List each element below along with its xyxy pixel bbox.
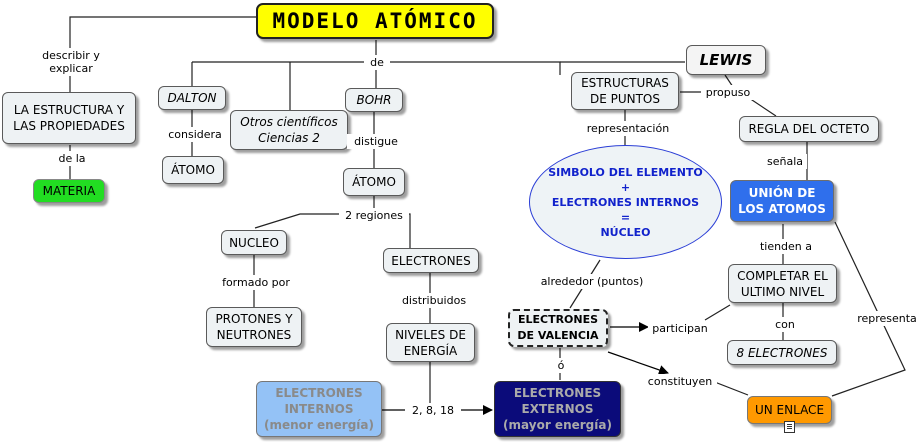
link-participan: participan [648,321,712,336]
link-o: ó [552,358,570,373]
note-icon[interactable] [784,421,795,433]
link-representa: representa [853,311,921,326]
link-con: con [770,317,800,332]
link-dos-regiones: 2 regiones [339,208,409,223]
node-protones-neutrones: PROTONES Y NEUTRONES [206,307,302,347]
node-materia: MATERIA [33,179,105,203]
node-dalton: DALTON [158,86,226,110]
link-constituyen: constituyen [643,374,717,389]
node-atomo-dalton: ÁTOMO [162,156,224,184]
link-niveles-numeros: 2, 8, 18 [405,403,461,418]
node-niveles-energia: NIVELES DE ENERGÍA [386,323,475,362]
link-tienden-a: tienden a [754,239,818,254]
node-electrones: ELECTRONES [383,248,479,273]
node-simbolo-elemento: SIMBOLO DEL ELEMENTO + ELECTRONES INTERN… [529,145,722,259]
node-estructura-propiedades: LA ESTRUCTURA Y LAS PROPIEDADES [2,92,136,144]
link-de-la: de la [53,151,91,166]
link-distigue: distigue [347,134,405,149]
node-lewis: LEWIS [686,45,766,75]
node-electrones-externos: ELECTRONES EXTERNOS (mayor energía) [494,381,621,437]
node-nucleo: NUCLEO [221,230,287,255]
node-union-atomos: UNIÓN DE LOS ATOMOS [730,180,834,222]
node-otros-cientificos: Otros científicos Ciencias 2 [230,110,348,150]
node-estructuras-puntos: ESTRUCTURAS DE PUNTOS [571,72,679,110]
node-regla-octeto: REGLA DEL OCTETO [739,116,879,142]
link-senala: señala [763,154,807,169]
link-considera: considera [164,127,226,142]
link-propuso: propuso [701,85,755,100]
link-alrededor: alrededor (puntos) [534,274,650,289]
link-representacion: representación [580,121,676,136]
node-un-enlace: UN ENLACE [747,396,832,424]
link-distribuidos: distribuidos [395,293,473,308]
node-electrones-valencia: ELECTRONES DE VALENCIA [508,309,608,347]
node-electrones-internos: ELECTRONES INTERNOS (menor energía) [256,381,382,437]
title-modelo-atomico: MODELO ATÓMICO [256,3,494,39]
node-bohr: BOHR [345,88,403,112]
link-de: de [364,55,390,70]
node-completar-nivel: COMPLETAR EL ULTIMO NIVEL [728,264,837,303]
link-formado-por: formado por [216,275,296,290]
node-atomo-bohr: ÁTOMO [343,168,405,196]
link-describir-explicar: describir y explicar [36,48,106,76]
node-8-electrones: 8 ELECTRONES [727,340,837,365]
